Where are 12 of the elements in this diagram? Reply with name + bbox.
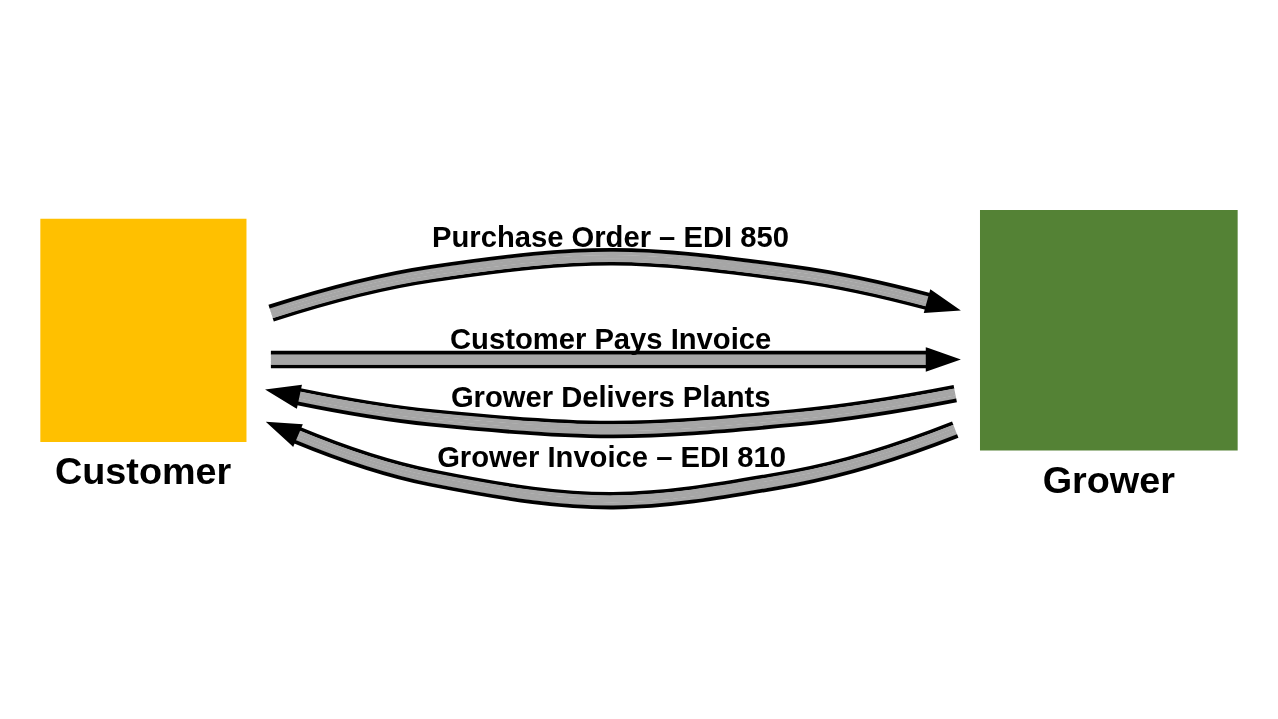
edge-label: Grower Invoice – EDI 810 <box>437 441 786 474</box>
edge-label: Purchase Order – EDI 850 <box>432 221 789 254</box>
edge-label: Customer Pays Invoice <box>450 322 772 355</box>
edge-label: Grower Delivers Plants <box>450 380 771 413</box>
arrow <box>268 248 961 322</box>
arrow <box>265 384 957 439</box>
arrow <box>270 347 961 372</box>
node-box <box>980 210 1238 451</box>
node-label: Customer <box>54 450 232 493</box>
node-box <box>40 218 247 442</box>
node-label: Grower <box>1042 458 1175 501</box>
arrow <box>265 421 959 510</box>
